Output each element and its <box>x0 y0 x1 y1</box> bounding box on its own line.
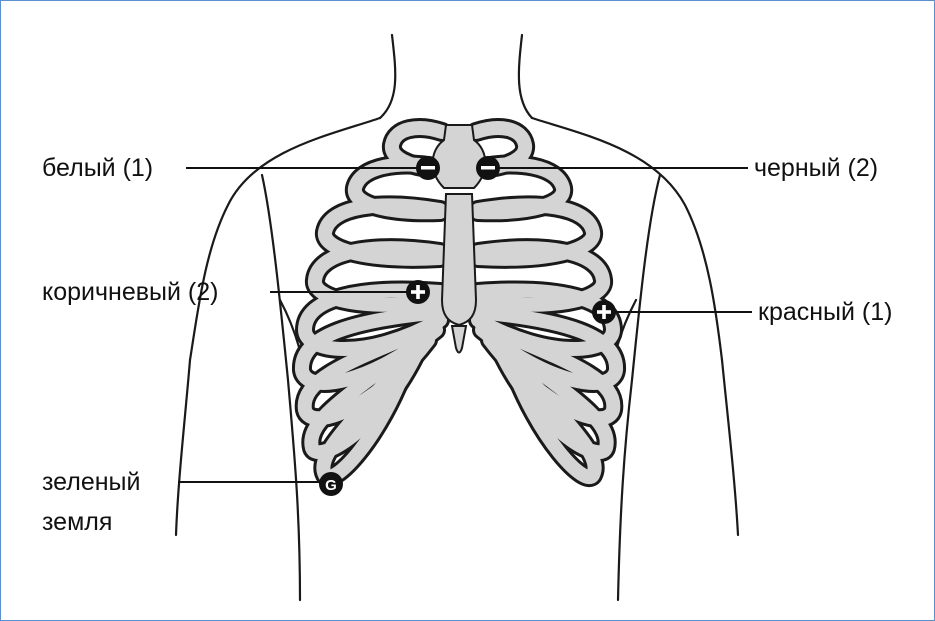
sternum-body <box>442 194 476 325</box>
green-electrode-symbol: G <box>325 477 337 494</box>
label-red: красный (1) <box>758 298 893 326</box>
electrode-black <box>476 156 500 180</box>
right-torso-line <box>618 175 660 600</box>
label-ground: земля <box>42 508 112 536</box>
label-green: зеленый <box>42 468 141 496</box>
neck-left-line <box>380 35 395 118</box>
label-brown: коричневый (2) <box>42 278 218 306</box>
electrode-white <box>416 156 440 180</box>
right-arm-line <box>722 360 738 535</box>
electrode-brown <box>406 280 430 304</box>
electrode-green: G <box>319 472 343 496</box>
neck-right-line <box>519 35 532 118</box>
left-torso-line <box>262 175 300 600</box>
label-black: черный (2) <box>754 154 878 182</box>
xiphoid <box>452 326 466 353</box>
label-white: белый (1) <box>42 154 153 182</box>
left-arm-line <box>176 360 190 535</box>
electrode-red <box>592 300 616 324</box>
